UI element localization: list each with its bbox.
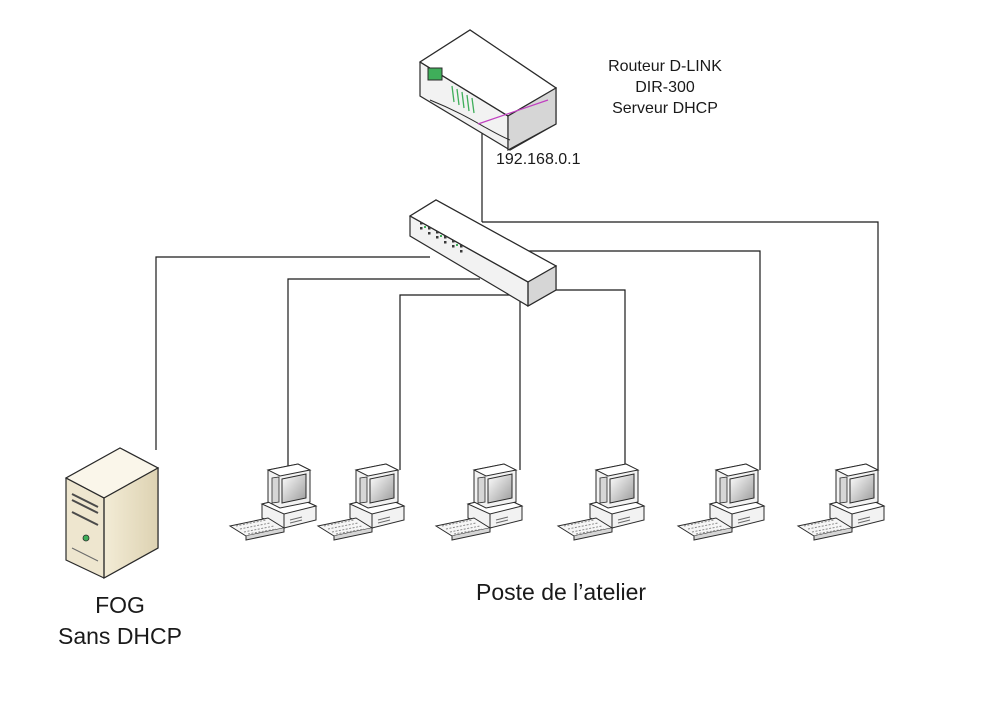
workstations-label: Poste de l’atelier bbox=[476, 579, 647, 605]
link-pc-5 bbox=[520, 250, 761, 470]
pc-icon bbox=[435, 463, 523, 541]
pc-icon bbox=[229, 463, 317, 541]
link-pc-4 bbox=[540, 289, 626, 470]
router-label-line: Serveur DHCP bbox=[612, 100, 718, 117]
fog-label-line: FOG bbox=[95, 592, 145, 618]
connection-lines bbox=[155, 130, 879, 470]
router-icon bbox=[418, 29, 558, 152]
pc-icon bbox=[797, 463, 885, 541]
router-label-line: DIR-300 bbox=[635, 79, 695, 96]
fog-label: FOG Sans DHCP bbox=[40, 590, 200, 652]
link-pc-2 bbox=[399, 294, 520, 470]
link-pc-6 bbox=[482, 221, 879, 470]
pc-icon bbox=[557, 463, 645, 541]
pc-icon bbox=[317, 463, 405, 541]
link-pc-1 bbox=[287, 278, 480, 470]
switch-icon bbox=[408, 199, 558, 308]
fog-label-line: Sans DHCP bbox=[58, 623, 182, 649]
router-ip-label: 192.168.0.1 bbox=[496, 151, 581, 168]
router-label-line: Routeur D-LINK bbox=[608, 58, 722, 75]
link-fog bbox=[155, 256, 430, 450]
server-icon bbox=[64, 447, 160, 580]
pc-icon bbox=[677, 463, 765, 541]
router-label: Routeur D-LINK DIR-300 Serveur DHCP bbox=[560, 56, 770, 119]
workstations bbox=[229, 463, 885, 541]
